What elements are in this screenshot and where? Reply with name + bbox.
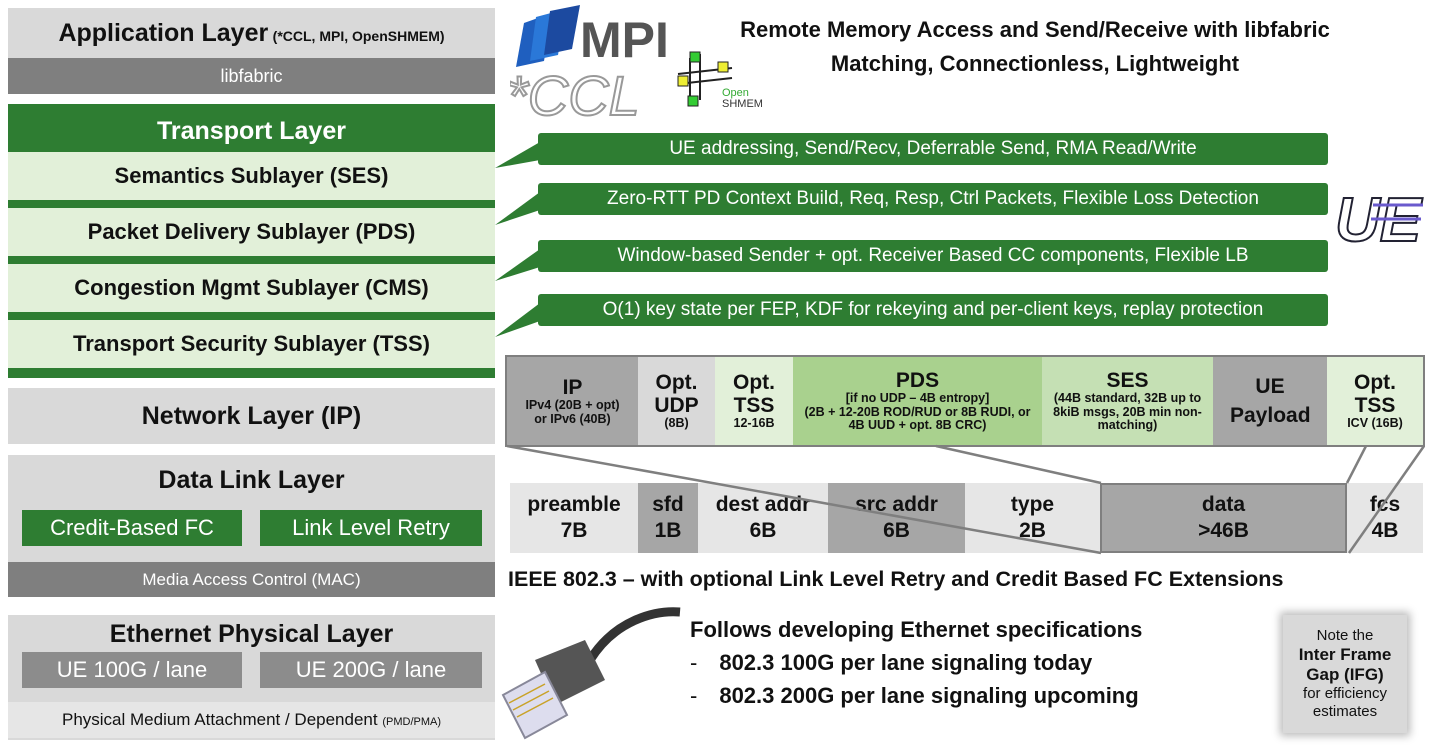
packet-ip-detail: IPv4 (20B + opt) or IPv6 (40B) <box>525 397 620 426</box>
note-line-2: Inter Frame Gap (IFG) <box>1298 644 1392 684</box>
callout-tss: O(1) key state per FEP, KDF for rekeying… <box>538 294 1328 326</box>
frame-data: data >46B <box>1100 483 1347 553</box>
credit-based-fc: Credit-Based FC <box>22 510 242 546</box>
frame-field-name: data <box>1201 492 1246 516</box>
pmd-layer: Physical Medium Attachment / Dependent (… <box>8 702 495 738</box>
title-line-2: Matching, Connectionless, Lightweight <box>830 51 1240 76</box>
callout-pds: Zero-RTT PD Context Build, Req, Resp, Ct… <box>538 183 1328 215</box>
packet-pds-title: PDS <box>895 368 940 392</box>
ethernet-item: -802.3 200G per lane signaling upcoming <box>690 683 1139 709</box>
ethernet-cable-icon <box>501 607 681 740</box>
frame-preamble: preamble 7B <box>510 483 638 553</box>
note-line-3: for efficiency estimates <box>1303 685 1387 721</box>
sublayer-cms: Congestion Mgmt Sublayer (CMS) <box>8 264 495 312</box>
frame-fcs: fcs 4B <box>1347 483 1423 553</box>
ethernet-physical-layer-title: Ethernet Physical Layer <box>109 619 394 648</box>
application-layer-label: Application Layer <box>58 18 269 47</box>
packet-pds: PDS[if no UDP – 4B entropy](2B + 12-20B … <box>793 357 1042 445</box>
ue-logo: UE <box>1334 185 1424 253</box>
packet-icv-detail: ICV (16B) <box>1347 416 1403 431</box>
data-link-layer-title: Data Link Layer <box>158 465 345 494</box>
sublayer-tss: Transport Security Sublayer (TSS) <box>8 320 495 368</box>
frame-field-size: 1B <box>654 519 682 542</box>
frame-field-size: 6B <box>883 519 910 542</box>
frame-field-name: src addr <box>855 492 938 516</box>
application-layer: Application Layer (*CCL, MPI, OpenSHMEM) <box>8 8 495 58</box>
mpi-logo: MPI *CCL <box>510 5 669 120</box>
link-level-retry: Link Level Retry <box>260 510 482 546</box>
frame-field-size: 6B <box>749 519 777 542</box>
packet-udp: Opt. UDP(8B) <box>638 357 715 445</box>
packet-udp-title: Opt. UDP <box>654 371 699 418</box>
packet-icv-title: Opt. TSS <box>1354 371 1396 418</box>
libfabric-label: libfabric <box>220 65 283 86</box>
network-layer: Network Layer (IP) <box>8 388 495 444</box>
frame-field-name: fcs <box>1369 492 1401 516</box>
frame-field-name: preamble <box>527 492 621 516</box>
packet-ue-payload: UE Payload <box>1213 357 1327 445</box>
ethernet-item-text: 802.3 100G per lane signaling today <box>719 650 1093 675</box>
pmd-note: (PMD/PMA) <box>382 716 442 728</box>
frame-field-name: sfd <box>652 492 684 516</box>
frame-sfd: sfd 1B <box>638 483 698 553</box>
packet-payload-title: UE Payload <box>1230 374 1311 427</box>
packet-pds-detail: (2B + 12-20B ROD/RUD or 8B RUDI, or 4B U… <box>804 404 1031 433</box>
packet-ses-title: SES <box>1106 368 1149 392</box>
packet-tss-title: Opt. TSS <box>733 371 775 418</box>
openshmem-logo: Open SHMEM <box>677 51 763 110</box>
frame-field-name: type <box>1010 492 1055 516</box>
sublayer-ses: Semantics Sublayer (SES) <box>8 152 495 200</box>
frame-field-name: dest addr <box>715 492 811 516</box>
ethernet-item: -802.3 100G per lane signaling today <box>690 650 1092 676</box>
frame-field-size: 4B <box>1371 519 1399 542</box>
application-layer-note: (*CCL, MPI, OpenSHMEM) <box>272 28 445 44</box>
packet-ses-detail: (44B standard, 32B up to 8kiB msgs, 20B … <box>1053 390 1202 433</box>
frame-src-addr: src addr 6B <box>828 483 965 553</box>
openshmem-open: Open <box>722 87 749 99</box>
transport-layer-title: Transport Layer <box>157 116 346 145</box>
callout-cms: Window-based Sender + opt. Receiver Base… <box>538 240 1328 272</box>
ieee-caption: IEEE 802.3 – with optional Link Level Re… <box>508 567 1284 591</box>
packet-tss-detail: 12-16B <box>733 416 775 431</box>
frame-field-size: 7B <box>560 519 588 542</box>
packet-udp-detail: (8B) <box>664 416 689 431</box>
frame-type: type 2B <box>965 483 1100 553</box>
ue-100g-lane: UE 100G / lane <box>22 652 242 688</box>
pmd-label: Physical Medium Attachment / Dependent <box>61 710 378 729</box>
title-line-1: Remote Memory Access and Send/Receive wi… <box>740 17 1330 42</box>
packet-pds-entropy: [if no UDP – 4B entropy] <box>845 390 990 405</box>
mpi-logo-text: MPI <box>580 12 669 68</box>
sublayer-pds: Packet Delivery Sublayer (PDS) <box>8 208 495 256</box>
mac-layer: Media Access Control (MAC) <box>8 562 495 597</box>
ifg-note: Note the Inter Frame Gap (IFG) for effic… <box>1283 615 1407 733</box>
frame-field-size: >46B <box>1198 519 1249 542</box>
bullet-dash: - <box>690 683 698 708</box>
callout-ses: UE addressing, Send/Recv, Deferrable Sen… <box>538 133 1328 165</box>
frame-field-size: 2B <box>1019 519 1046 542</box>
openshmem-shmem: SHMEM <box>722 98 763 110</box>
bullet-dash: - <box>690 650 698 675</box>
frame-dest-addr: dest addr 6B <box>698 483 828 553</box>
note-line-1: Note the <box>1316 626 1374 644</box>
ethernet-item-text: 802.3 200G per lane signaling upcoming <box>719 683 1139 708</box>
ethernet-heading: Follows developing Ethernet specificatio… <box>690 617 1143 642</box>
ue-200g-lane: UE 200G / lane <box>260 652 482 688</box>
packet-ses: SES(44B standard, 32B up to 8kiB msgs, 2… <box>1042 357 1213 445</box>
libfabric-layer: libfabric <box>8 58 495 94</box>
ccl-logo-text: *CCL <box>510 64 640 120</box>
packet-ip-title: IP <box>562 375 583 399</box>
